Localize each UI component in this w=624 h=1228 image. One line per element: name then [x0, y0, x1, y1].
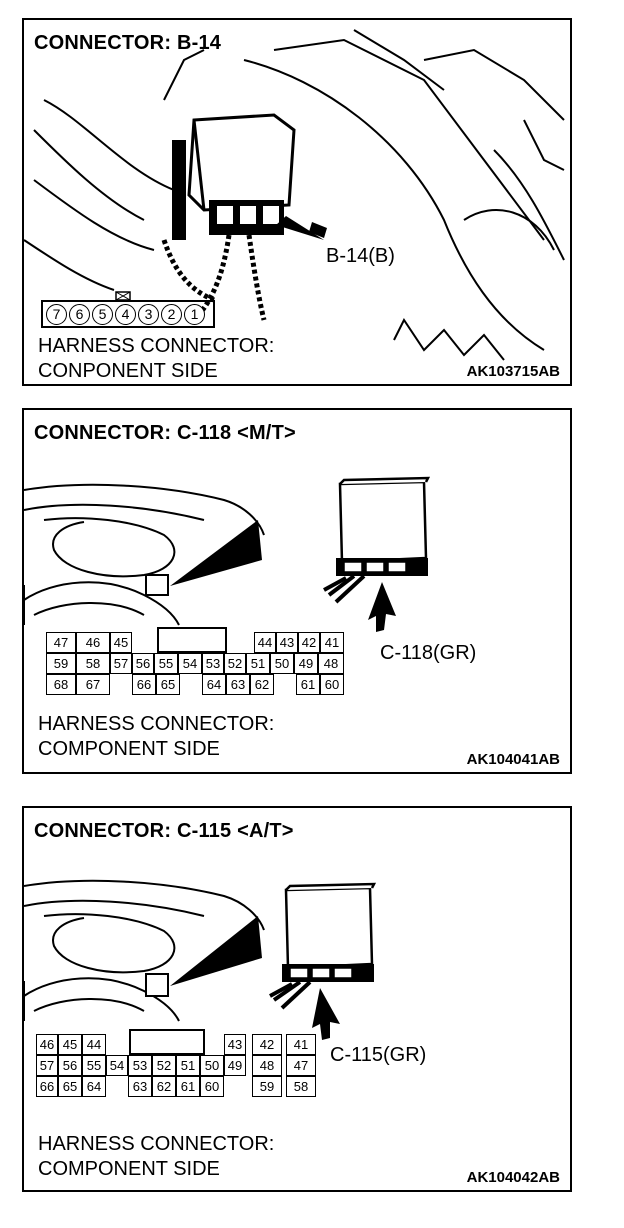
pin-2: 2	[161, 304, 182, 325]
connector-panel-b14: CONNECTOR: B-14 B-14(B) 7 6 5 4 3 2 1 HA…	[22, 18, 572, 386]
pointer-arrow	[276, 216, 327, 240]
pin-51: 51	[176, 1055, 200, 1076]
pin-55: 55	[82, 1055, 106, 1076]
pin-53: 53	[128, 1055, 152, 1076]
engine-bay-illustration	[24, 29, 565, 361]
pin-52: 52	[152, 1055, 176, 1076]
panel-title: CONNECTOR: C-118 <M/T>	[34, 422, 296, 444]
zoom-wedge	[170, 520, 262, 586]
caption-line-2: CONPONENT SIDE	[38, 360, 218, 382]
pin-48: 48	[318, 653, 344, 674]
pin-7: 7	[46, 304, 67, 325]
dashboard-illustration	[24, 476, 431, 653]
pin-49: 49	[224, 1055, 246, 1076]
pin-54: 54	[178, 653, 202, 674]
pin-67: 67	[76, 674, 110, 695]
pin-50: 50	[200, 1055, 224, 1076]
figure-code: AK103715AB	[466, 363, 560, 380]
pin-57: 57	[110, 653, 132, 674]
pin-58: 58	[76, 653, 110, 674]
connector-callout-label: C-115(GR)	[330, 1044, 427, 1066]
pin-57: 57	[36, 1055, 58, 1076]
pin-54: 54	[106, 1055, 128, 1076]
pin-64: 64	[202, 674, 226, 695]
pin-44: 44	[82, 1034, 106, 1055]
pin-53: 53	[202, 653, 224, 674]
pin-61: 61	[176, 1076, 200, 1097]
pin-41: 41	[320, 632, 344, 653]
caption-line-1: HARNESS CONNECTOR:	[38, 1133, 275, 1155]
pin-47: 47	[46, 632, 76, 653]
pin-63: 63	[128, 1076, 152, 1097]
pin-66: 66	[132, 674, 156, 695]
pin-45: 45	[58, 1034, 82, 1055]
panel-title: CONNECTOR: B-14	[34, 32, 222, 54]
pin-48: 48	[252, 1055, 282, 1076]
pointer-arrow	[368, 582, 396, 632]
figure-code: AK104041AB	[466, 751, 560, 768]
pin-52: 52	[224, 653, 246, 674]
zoom-wedge	[170, 916, 262, 986]
pin-3: 3	[138, 304, 159, 325]
connector-panel-c118: CONNECTOR: C-118 <M/T> C-118(GR) 47 46 4…	[22, 408, 572, 774]
pin-62: 62	[250, 674, 274, 695]
ecu-box	[284, 882, 377, 970]
connector-location-marker	[145, 574, 169, 596]
pin-41: 41	[286, 1034, 316, 1055]
pin-49: 49	[294, 653, 318, 674]
pin-68: 68	[46, 674, 76, 695]
pin-65: 65	[156, 674, 180, 695]
pin-60: 60	[320, 674, 344, 695]
pin-62: 62	[152, 1076, 176, 1097]
ecu-box	[338, 476, 431, 564]
module-box	[187, 113, 296, 212]
pin-64: 64	[82, 1076, 106, 1097]
pin-58: 58	[286, 1076, 316, 1097]
pin-55: 55	[154, 653, 178, 674]
caption-line-2: COMPONENT SIDE	[38, 1158, 220, 1180]
pin-43: 43	[276, 632, 298, 653]
connector-callout-label: C-118(GR)	[380, 642, 477, 664]
pin-44: 44	[254, 632, 276, 653]
pin-63: 63	[226, 674, 250, 695]
pin-5: 5	[92, 304, 113, 325]
pin-59: 59	[252, 1076, 282, 1097]
connector-panel-c115: CONNECTOR: C-115 <A/T> C-115(GR) 46 45 4…	[22, 806, 572, 1192]
pin-47: 47	[286, 1055, 316, 1076]
pin-56: 56	[58, 1055, 82, 1076]
pin-43: 43	[224, 1034, 246, 1055]
pin-6: 6	[69, 304, 90, 325]
pin-50: 50	[270, 653, 294, 674]
pin-1: 1	[184, 304, 205, 325]
pin-46: 46	[76, 632, 110, 653]
caption-line-2: COMPONENT SIDE	[38, 738, 220, 760]
pin-51: 51	[246, 653, 270, 674]
pin-60: 60	[200, 1076, 224, 1097]
pin-42: 42	[298, 632, 320, 653]
pin-66: 66	[36, 1076, 58, 1097]
pin-42: 42	[252, 1034, 282, 1055]
caption-line-1: HARNESS CONNECTOR:	[38, 335, 275, 357]
pointer-arrow	[312, 988, 340, 1040]
pin-59: 59	[46, 653, 76, 674]
caption-line-1: HARNESS CONNECTOR:	[38, 713, 275, 735]
connector-location-marker	[145, 973, 169, 997]
pin-4: 4	[115, 304, 136, 325]
pin-46: 46	[36, 1034, 58, 1055]
pin-65: 65	[58, 1076, 82, 1097]
dashboard-illustration	[24, 879, 377, 1055]
pin-45: 45	[110, 632, 132, 653]
figure-code: AK104042AB	[466, 1169, 560, 1186]
pin-56: 56	[132, 653, 154, 674]
panel-title: CONNECTOR: C-115 <A/T>	[34, 820, 294, 842]
pin-61: 61	[296, 674, 320, 695]
connector-callout-label: B-14(B)	[326, 245, 395, 267]
